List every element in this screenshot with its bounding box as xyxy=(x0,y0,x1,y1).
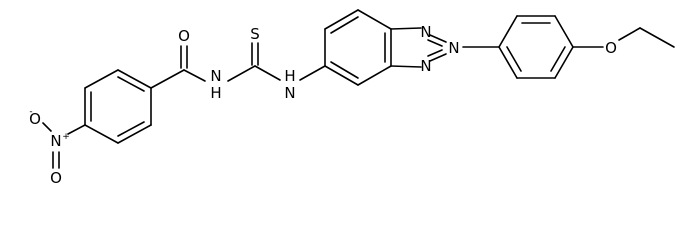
atom-o-carbonyl: O xyxy=(178,27,190,45)
bond xyxy=(429,53,447,62)
atom-n-thioamide: N xyxy=(284,84,295,102)
bond xyxy=(67,124,86,135)
bond xyxy=(639,27,675,48)
bond xyxy=(427,49,443,57)
bond xyxy=(429,34,447,43)
bond xyxy=(554,15,574,48)
atom-h-thioamide: H xyxy=(284,67,295,85)
bond xyxy=(117,124,152,144)
bond xyxy=(227,65,256,82)
bond xyxy=(254,65,281,81)
bond xyxy=(84,124,119,144)
bonds xyxy=(42,9,675,169)
bond xyxy=(150,69,185,89)
bond xyxy=(498,15,518,48)
atom-n-triazole-bottom: N xyxy=(420,57,431,75)
bond xyxy=(299,65,326,81)
bond xyxy=(427,39,443,47)
bond-inner xyxy=(330,61,359,79)
atom-o-ether: O xyxy=(605,39,617,57)
bond-inner xyxy=(117,76,145,92)
bond xyxy=(390,65,422,68)
atom-n-triazole-top: N xyxy=(420,23,431,41)
chemical-structure-diagram: O N H S H N N N N O O - N + O xyxy=(29,9,675,187)
atom-o-nitro-top: O xyxy=(29,110,41,128)
bond-inner xyxy=(117,121,145,137)
bond xyxy=(324,65,359,86)
atom-o-nitro-bottom: O xyxy=(50,169,62,187)
atom-s-thiocarbonyl: S xyxy=(250,25,260,43)
bond-inner xyxy=(506,46,522,72)
bond xyxy=(554,46,574,79)
atom-labels: O N H S H N N N N O O - N + O xyxy=(29,23,617,187)
bond-inner xyxy=(330,16,359,34)
bond xyxy=(324,9,359,30)
bond xyxy=(84,69,119,89)
charge-minus: - xyxy=(29,107,32,117)
atom-n-triazole-mid: N xyxy=(448,39,459,57)
bond xyxy=(183,69,206,82)
bond xyxy=(117,69,152,89)
bond xyxy=(390,27,422,30)
atom-n-amide: N xyxy=(210,67,221,85)
bond xyxy=(498,46,518,79)
bond-inner xyxy=(550,46,566,72)
atom-n-nitro: N xyxy=(50,132,61,150)
bond xyxy=(357,65,392,86)
bond xyxy=(618,27,641,41)
bond xyxy=(42,122,52,132)
bond xyxy=(357,9,392,30)
charge-plus: + xyxy=(62,132,70,142)
atom-h-amide: H xyxy=(210,84,221,102)
